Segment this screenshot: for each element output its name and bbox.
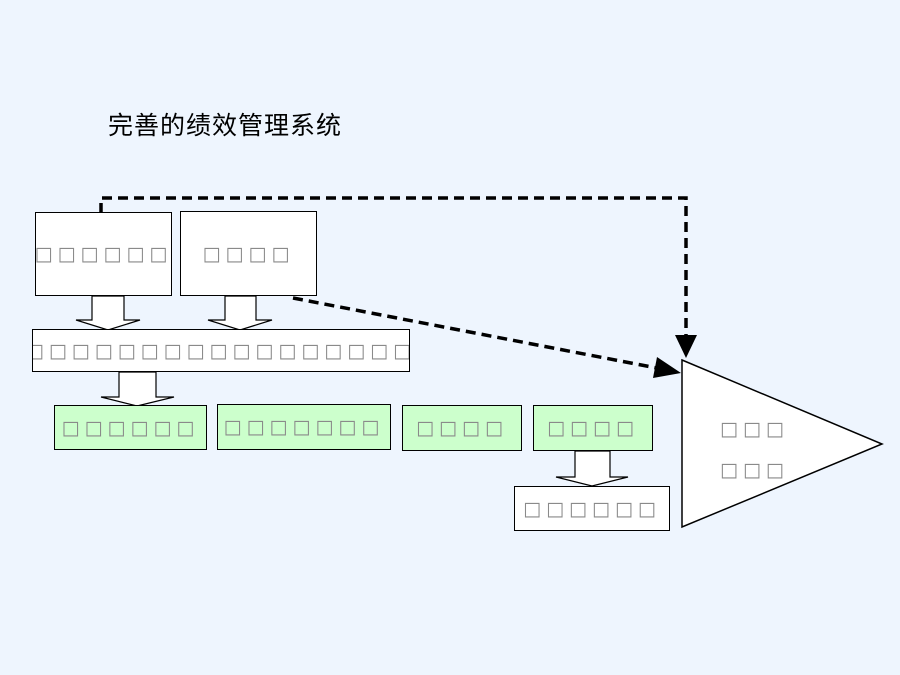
block-arrow-2 [207, 295, 273, 331]
triangle-shape [681, 358, 884, 529]
triangle-label-line-1: □□□ [720, 418, 789, 440]
box-2: □□□□ [180, 211, 317, 296]
dashed-arrow-top-head [675, 335, 697, 358]
box-3: □□□□□□□□□□□□□□□□□ [32, 329, 410, 372]
box-6: □□□□ [402, 405, 522, 451]
dashed-arrow-top [99, 196, 688, 340]
dashed-arrow-diagonal-head [653, 357, 681, 378]
page-title: 完善的绩效管理系统 [108, 111, 343, 140]
block-arrow-1 [75, 295, 141, 331]
box-8: □□□□□□ [514, 486, 670, 531]
box-5: □□□□□□□ [217, 404, 391, 450]
dashed-arrow-diagonal [292, 296, 663, 371]
triangle-label-line-2: □□□ [720, 459, 789, 481]
block-arrow-4 [555, 450, 629, 487]
box-7: □□□□ [533, 405, 653, 451]
block-arrow-3 [100, 371, 175, 407]
box-4: □□□□□□ [54, 405, 207, 450]
box-1: □□□□□□ [35, 212, 172, 296]
